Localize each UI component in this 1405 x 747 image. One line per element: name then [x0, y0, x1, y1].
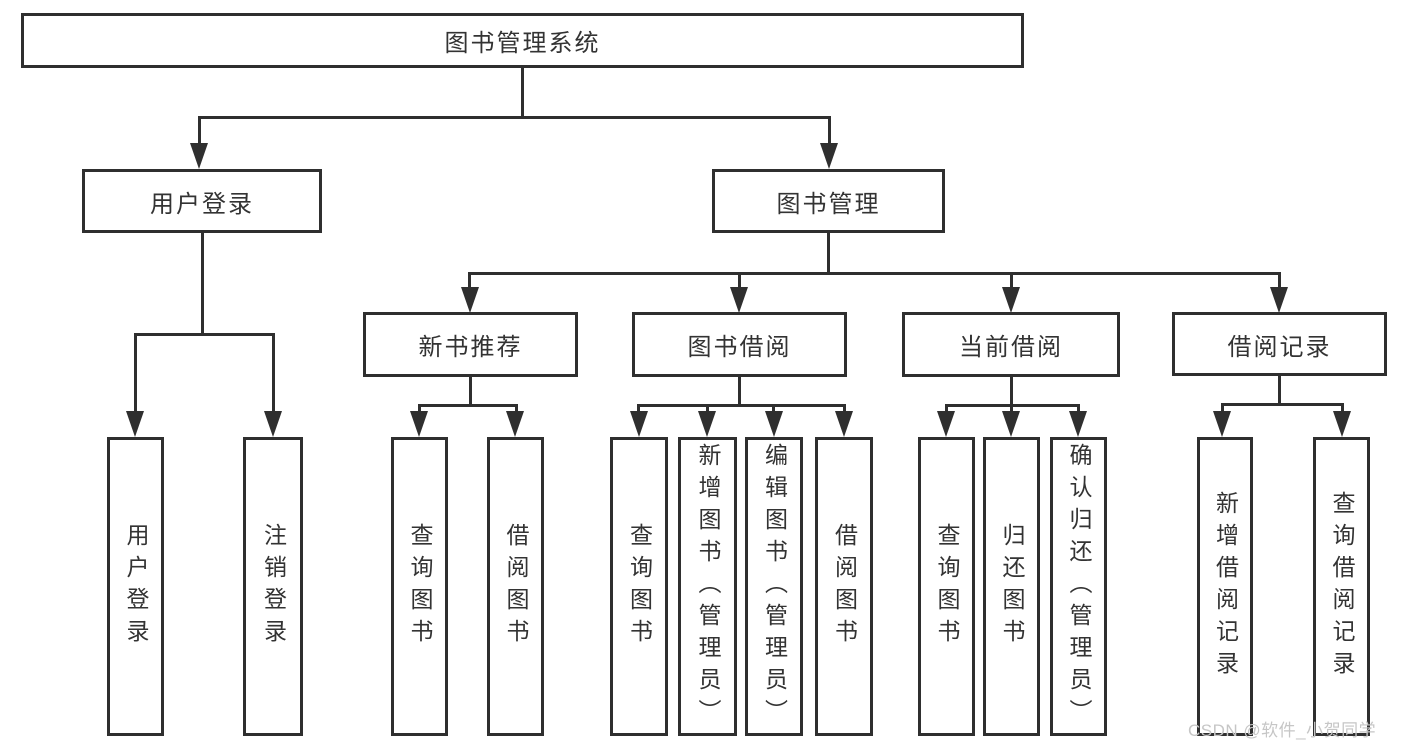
leaf-query-borrow-record: 查询借阅记录	[1313, 437, 1370, 736]
arrowhead-icon	[630, 411, 648, 437]
node-current-borrowing-label: 当前借阅	[959, 334, 1063, 361]
leaf-label: 用户登录	[123, 522, 149, 651]
leaf-label: 编辑图书（管理员）	[761, 442, 788, 731]
edge-line	[1278, 272, 1281, 290]
leaf-logout: 注销登录	[243, 437, 303, 736]
node-borrow-records: 借阅记录	[1172, 312, 1387, 376]
leaf-query-books-recommend: 查询图书	[391, 437, 448, 736]
leaf-label: 借阅图书	[831, 522, 858, 651]
arrowhead-icon	[835, 411, 853, 437]
arrowhead-icon	[937, 411, 955, 437]
node-book-borrowing-label: 图书借阅	[687, 334, 792, 361]
leaf-user-login: 用户登录	[107, 437, 164, 736]
node-new-book-recommend-label: 新书推荐	[418, 334, 523, 361]
edge-line	[1278, 375, 1281, 405]
edge-line	[828, 116, 831, 146]
node-current-borrowing: 当前借阅	[902, 312, 1120, 377]
node-book-management: 图书管理	[712, 169, 945, 233]
edge-line	[418, 404, 421, 414]
leaf-label: 新增借阅记录	[1212, 490, 1239, 683]
leaf-return-books: 归还图书	[983, 437, 1040, 736]
edge-line	[201, 233, 204, 336]
edge-line	[637, 404, 846, 407]
leaf-confirm-return-admin: 确认归还（管理员）	[1050, 437, 1107, 736]
edge-line	[469, 376, 472, 406]
leaf-label: 确认归还（管理员）	[1066, 442, 1092, 731]
edge-line	[515, 404, 518, 414]
edge-line	[1077, 404, 1080, 414]
leaf-label: 归还图书	[999, 522, 1025, 651]
edge-line	[1341, 403, 1344, 415]
edge-line	[134, 333, 137, 413]
edge-line	[418, 404, 518, 407]
leaf-label: 注销登录	[260, 522, 287, 651]
leaf-label: 查询借阅记录	[1329, 490, 1355, 683]
arrowhead-icon	[190, 143, 208, 169]
leaf-label: 借阅图书	[503, 522, 529, 651]
edge-line	[1010, 404, 1013, 414]
edge-line	[772, 404, 775, 414]
leaf-borrow-books-borrowing: 借阅图书	[815, 437, 873, 736]
edge-line	[1221, 403, 1224, 415]
leaf-label: 新增图书（管理员）	[695, 442, 721, 731]
leaf-label: 查询图书	[407, 522, 433, 651]
arrowhead-icon	[730, 287, 748, 313]
leaf-query-books-current: 查询图书	[918, 437, 975, 736]
arrowhead-icon	[264, 411, 282, 437]
node-root: 图书管理系统	[21, 13, 1024, 68]
edge-line	[827, 233, 830, 275]
edge-line	[468, 272, 471, 290]
node-user-login: 用户登录	[82, 169, 322, 233]
edge-line	[134, 333, 275, 336]
edge-line	[272, 333, 275, 413]
leaf-edit-books-admin: 编辑图书（管理员）	[745, 437, 803, 736]
arrowhead-icon	[410, 411, 428, 437]
arrowhead-icon	[820, 143, 838, 169]
edge-line	[1010, 272, 1013, 290]
leaf-borrow-books-recommend: 借阅图书	[487, 437, 544, 736]
arrowhead-icon	[126, 411, 144, 437]
node-book-management-label: 图书管理	[776, 190, 881, 218]
arrowhead-icon	[1333, 411, 1351, 437]
edge-line	[637, 404, 640, 414]
edge-line	[738, 272, 741, 290]
leaf-label: 查询图书	[934, 522, 960, 651]
node-root-label: 图书管理系统	[444, 30, 601, 57]
leaf-label: 查询图书	[626, 522, 653, 651]
arrowhead-icon	[1002, 287, 1020, 313]
edge-line	[468, 272, 1281, 275]
arrowhead-icon	[461, 287, 479, 313]
edge-line	[1010, 376, 1013, 406]
leaf-add-borrow-record: 新增借阅记录	[1197, 437, 1253, 736]
edge-line	[521, 67, 524, 119]
arrowhead-icon	[1213, 411, 1231, 437]
node-user-login-label: 用户登录	[150, 190, 254, 218]
edge-line	[843, 404, 846, 414]
edge-line	[706, 404, 709, 414]
edge-line	[1221, 403, 1344, 406]
edge-line	[945, 404, 948, 414]
arrowhead-icon	[1069, 411, 1087, 437]
arrowhead-icon	[765, 411, 783, 437]
arrowhead-icon	[506, 411, 524, 437]
node-book-borrowing: 图书借阅	[632, 312, 847, 377]
leaf-add-books-admin: 新增图书（管理员）	[678, 437, 737, 736]
edge-line	[738, 376, 741, 406]
arrowhead-icon	[1002, 411, 1020, 437]
node-borrow-records-label: 借阅记录	[1227, 333, 1332, 361]
arrowhead-icon	[1270, 287, 1288, 313]
csdn-watermark: CSDN @软件_小贺同学	[1188, 721, 1377, 740]
leaf-query-books-borrowing: 查询图书	[610, 437, 668, 736]
edge-line	[198, 116, 831, 119]
node-new-book-recommend: 新书推荐	[363, 312, 578, 377]
edge-line	[198, 116, 201, 146]
arrowhead-icon	[698, 411, 716, 437]
